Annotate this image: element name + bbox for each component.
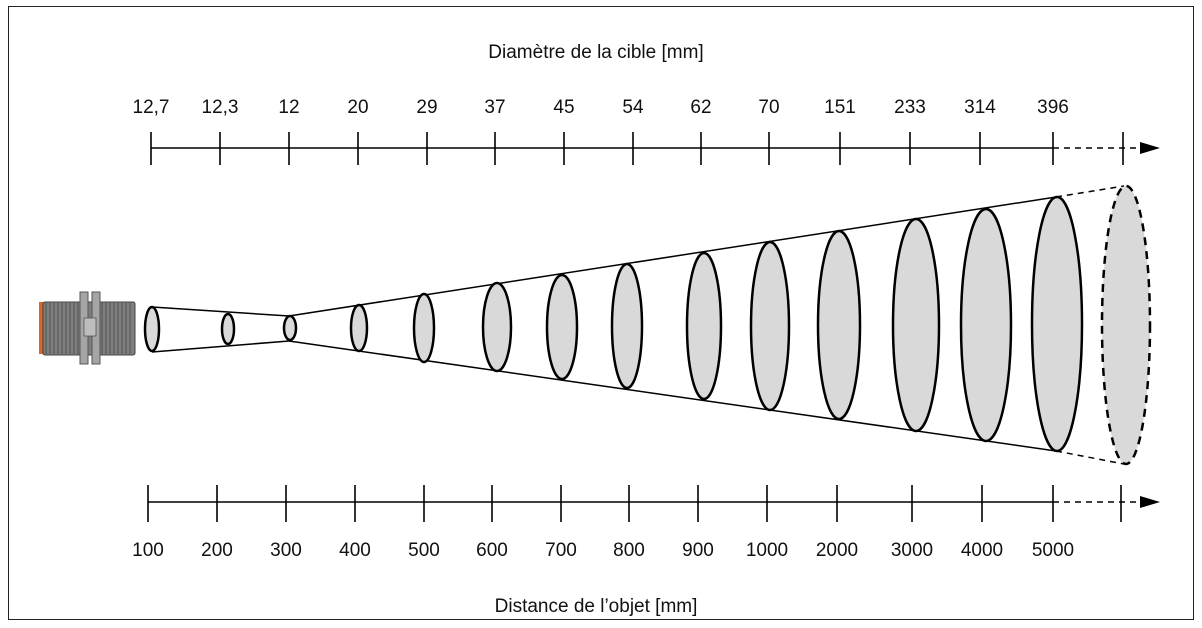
diameter-label: 12,3 — [202, 97, 239, 118]
distance-label: 900 — [682, 540, 714, 561]
distance-label: 400 — [339, 540, 371, 561]
diameter-label: 37 — [484, 97, 505, 118]
distance-label: 100 — [132, 540, 164, 561]
beam-spot — [959, 207, 1013, 443]
diameter-label: 396 — [1037, 97, 1069, 118]
beam-spot — [349, 303, 369, 353]
distance-label: 600 — [476, 540, 508, 561]
distance-label: 2000 — [816, 540, 858, 561]
beam-spot — [749, 240, 791, 412]
bottom-axis-arrow-icon — [1140, 496, 1160, 508]
beam-spot — [891, 217, 941, 433]
diameter-label: 233 — [894, 97, 926, 118]
diameter-label: 45 — [553, 97, 574, 118]
diameter-label: 62 — [690, 97, 711, 118]
distance-label: 3000 — [891, 540, 933, 561]
diameter-label: 12,7 — [133, 97, 170, 118]
beam-spot — [816, 229, 862, 421]
beam-spot — [143, 305, 161, 353]
top-axis: 12,7 12,3 12 20 29 37 45 54 62 70 151 233 314 396 — [133, 97, 1160, 165]
cone-upper-edge-near — [151, 306, 290, 317]
beam-spot — [412, 292, 436, 364]
cone-lower-edge-extension — [1055, 450, 1125, 465]
diameter-label: 20 — [347, 97, 368, 118]
distance-label: 500 — [408, 540, 440, 561]
cone-lower-edge-near — [151, 340, 290, 353]
beam-spot-extrapolated — [1100, 184, 1152, 466]
beam-spots — [143, 195, 1084, 453]
cone-upper-edge-extension — [1055, 185, 1125, 198]
diameter-label: 54 — [622, 97, 644, 118]
distance-label: 800 — [613, 540, 645, 561]
cone-lower-edge-far — [288, 340, 1057, 452]
diameter-label: 314 — [964, 97, 996, 118]
beam-spot — [282, 314, 298, 342]
distance-label: 200 — [201, 540, 233, 561]
diameter-label: 12 — [278, 97, 299, 118]
sensor-icon — [39, 291, 136, 365]
beam-cone — [151, 185, 1125, 465]
diameter-label: 151 — [824, 97, 856, 118]
distance-label: 700 — [545, 540, 577, 561]
diameter-label: 70 — [758, 97, 779, 118]
distance-label: 1000 — [746, 540, 788, 561]
beam-spot — [610, 262, 644, 390]
distance-label: 300 — [270, 540, 302, 561]
beam-spot — [481, 281, 513, 373]
beam-spot — [220, 312, 236, 346]
beam-spot — [545, 273, 579, 381]
distance-label: 5000 — [1032, 540, 1074, 561]
top-axis-title: Diamètre de la cible [mm] — [488, 42, 703, 63]
diameter-label: 29 — [416, 97, 437, 118]
beam-spot — [1030, 195, 1084, 453]
bottom-axis-title: Distance de l’objet [mm] — [495, 596, 698, 617]
distance-label: 4000 — [961, 540, 1003, 561]
beam-spot — [685, 251, 723, 401]
bottom-axis: 100 200 300 400 500 600 700 800 900 1000 2000 3000 4… — [132, 485, 1160, 561]
cone-upper-edge-far — [288, 196, 1057, 317]
top-axis-arrow-icon — [1140, 142, 1160, 154]
